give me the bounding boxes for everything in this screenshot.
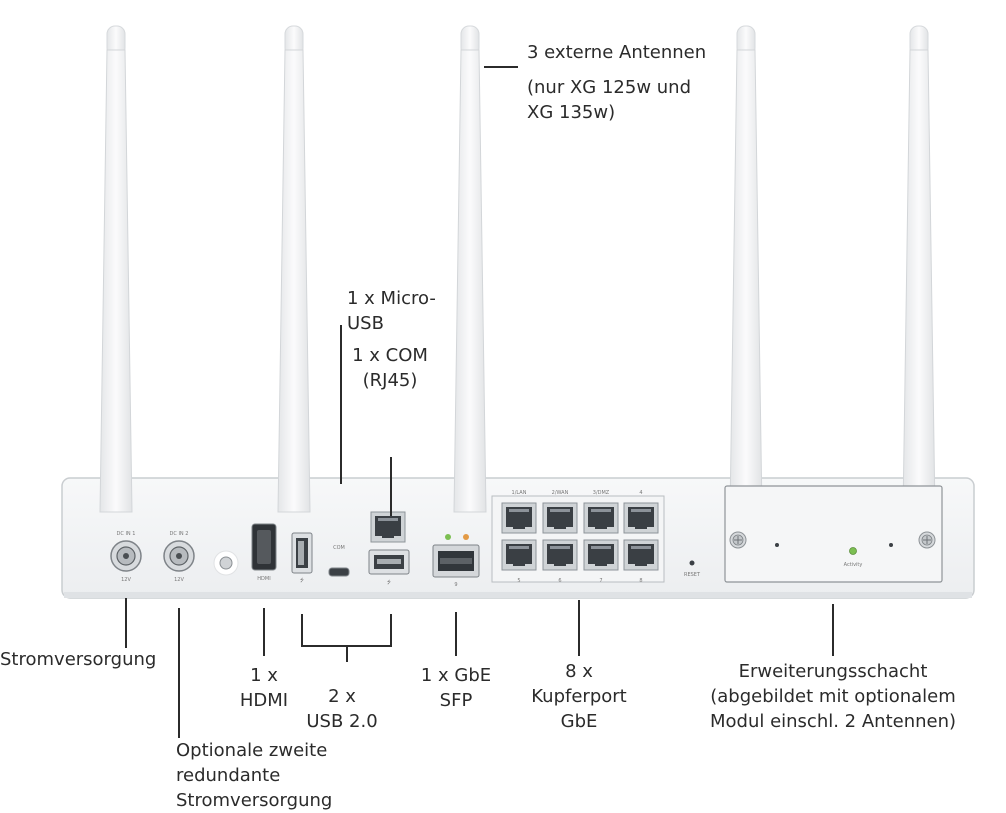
hdmi-callout: 1 x HDMI	[239, 665, 289, 711]
expansion-screw-right	[918, 531, 936, 549]
hdmi-port: HDMI	[251, 523, 277, 582]
micro-usb-port: COM	[328, 545, 350, 577]
copper-port-4	[623, 502, 659, 534]
power-callout: Stromversorgung	[0, 649, 157, 670]
reset-button: RESET	[684, 560, 701, 578]
antenna-1	[99, 25, 133, 513]
antenna-5	[902, 25, 936, 513]
svg-text:DC IN 2: DC IN 2	[170, 531, 189, 537]
svg-text:Activity: Activity	[844, 562, 863, 568]
svg-text:8: 8	[639, 578, 642, 584]
svg-text:DC IN 1: DC IN 1	[117, 531, 136, 537]
svg-text:COM: COM	[333, 545, 345, 551]
copper-port-5	[501, 539, 537, 571]
svg-text:9: 9	[454, 582, 457, 588]
copper-callout: 8 x Kupferport GbE	[531, 661, 627, 732]
copper-port-1	[501, 502, 537, 534]
copper-port-block: 1/LAN 2/WAN 3/DMZ 4 5 6 7 8	[491, 490, 665, 584]
expansion-callout: Erweiterungsschacht (abgebildet mit opti…	[709, 661, 957, 732]
antenna-2	[277, 25, 311, 513]
dc-in-1-connector: DC IN 1 12V	[110, 531, 142, 583]
svg-text:⭍: ⭍	[387, 580, 391, 586]
svg-text:7: 7	[599, 578, 602, 584]
svg-text:4: 4	[639, 490, 642, 496]
expansion-bay: Activity	[724, 485, 943, 583]
ground-screw	[213, 550, 239, 576]
callout-lines	[125, 66, 834, 738]
sfp-callout: 1 x GbE SFP	[420, 665, 492, 711]
usb-callout: 2 x USB 2.0	[306, 686, 378, 732]
svg-text:12V: 12V	[174, 577, 184, 583]
com-callout: 1 x COM (RJ45)	[352, 345, 428, 391]
svg-text:3/DMZ: 3/DMZ	[593, 490, 610, 496]
antenna-4	[729, 25, 763, 513]
dc-in-2-connector: DC IN 2 12V	[163, 531, 195, 583]
redundant-power-callout: Optionale zweite redundante Stromversorg…	[176, 740, 333, 811]
copper-port-8	[623, 539, 659, 571]
svg-text:1/LAN: 1/LAN	[512, 490, 527, 496]
com-rj45-port	[370, 511, 406, 543]
svg-text:12V: 12V	[121, 577, 131, 583]
usb-port-vertical: ⭍	[291, 532, 313, 584]
micro-usb-callout: 1 x Micro- USB	[347, 288, 436, 334]
svg-text:⭍: ⭍	[300, 578, 304, 584]
svg-text:6: 6	[558, 578, 561, 584]
svg-text:RESET: RESET	[684, 572, 701, 578]
copper-port-6	[542, 539, 578, 571]
svg-text:2/WAN: 2/WAN	[552, 490, 569, 496]
antennas-callout: 3 externe Antennen (nur XG 125w und XG 1…	[527, 42, 707, 123]
antenna-3	[453, 25, 487, 513]
svg-text:HDMI: HDMI	[257, 576, 270, 582]
copper-port-2	[542, 502, 578, 534]
copper-port-3	[583, 502, 619, 534]
svg-text:5: 5	[517, 578, 520, 584]
sfp-port: 9	[432, 534, 480, 588]
usb-port-horizontal: ⭍	[368, 549, 410, 586]
copper-port-7	[583, 539, 619, 571]
expansion-screw-left	[729, 531, 747, 549]
